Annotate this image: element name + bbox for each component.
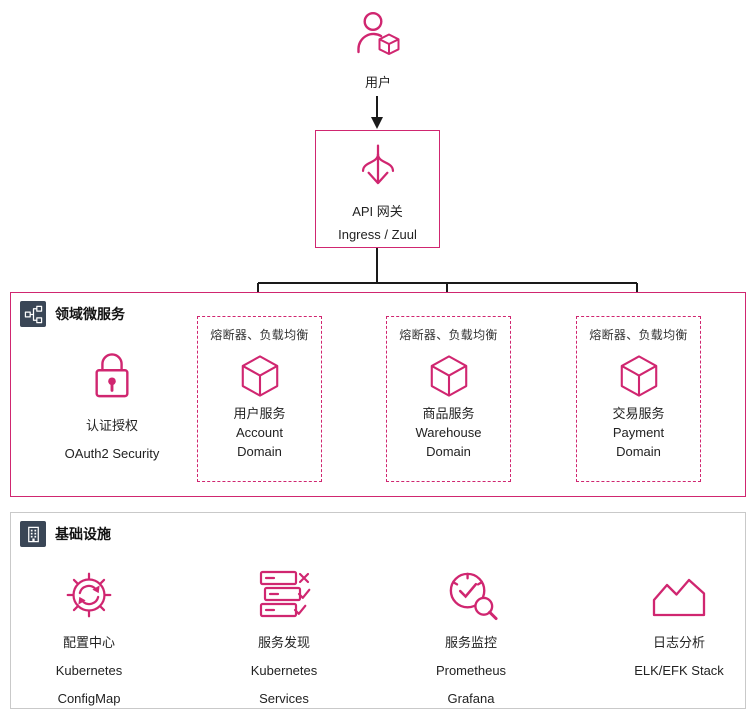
auth-node: 认证授权 OAuth2 Security [51,349,173,464]
gateway-title: API 网关 [352,204,403,219]
service-domain-line2: Domain [426,443,471,459]
infra-item-line3: Services [259,690,309,706]
user-icon [357,11,400,55]
infra-item-line2: ELK/EFK Stack [634,662,724,678]
cube-icon [241,355,278,397]
infra-section-title: 基础设施 [55,526,111,542]
lock-icon [95,353,129,398]
infra-item-line2: Kubernetes [55,662,123,678]
service-node-warehouse: 熔断器、负载均衡 商品服务 Warehouse Domain [386,316,511,482]
infra-item-name: 服务监控 [444,635,497,650]
infra-item-line3: ConfigMap [57,690,121,706]
api-gateway-node: API 网关 Ingress / Zuul [315,130,440,248]
auth-title: 认证授权 [85,418,138,433]
service-domain-line1: Warehouse [415,424,482,440]
infra-item-line2: Kubernetes [250,662,318,678]
service-name: 交易服务 [612,406,665,421]
infra-item-name: 日志分析 [652,635,705,650]
infra-section-header: 基础设施 [20,521,111,547]
cube-icon [430,355,467,397]
monitoring-icon [449,572,498,620]
domain-section: 领域微服务 认证授权 OAuth2 Security 熔断器、负载均衡 [10,292,746,497]
building-icon [27,526,39,542]
cube-icon [620,355,657,397]
infra-node-logs: 日志分析 ELK/EFK Stack [613,565,745,690]
circuit-breaker-label: 熔断器、负载均衡 [589,328,688,342]
config-gear-icon [66,572,112,618]
domain-section-header: 领域微服务 [20,301,125,327]
microservices-icon [24,305,42,323]
service-domain-line2: Domain [616,443,661,459]
service-domain-line1: Payment [612,424,665,440]
infra-badge [20,521,46,547]
infra-node-config: 配置中心 Kubernetes ConfigMap [23,565,155,709]
infra-section: 基础设施 [10,512,746,709]
infra-node-discovery: 服务发现 Kubernetes Services [218,565,350,709]
service-domain-line1: Account [236,424,283,440]
infra-node-monitoring: 服务监控 Prometheus Grafana [405,565,537,709]
domain-badge [20,301,46,327]
circuit-breaker-label: 熔断器、负载均衡 [210,328,309,342]
infra-item-line3: Grafana [447,690,495,706]
gateway-subtitle: Ingress / Zuul [338,226,417,242]
log-analysis-icon [652,578,706,617]
service-name: 用户服务 [233,406,286,421]
user-node: 用户 [339,10,417,93]
auth-subtitle: OAuth2 Security [64,445,160,461]
circuit-breaker-label: 熔断器、负载均衡 [399,328,498,342]
branch-arrow-icon [361,144,394,185]
service-discovery-icon [259,570,311,618]
service-name: 商品服务 [422,406,475,421]
domain-section-title: 领域微服务 [55,306,125,322]
service-domain-line2: Domain [237,443,282,459]
infra-item-name: 服务发现 [257,635,310,650]
service-node-payment: 熔断器、负载均衡 交易服务 Payment Domain [576,316,701,482]
user-label: 用户 [364,75,391,90]
infra-item-line2: Prometheus [435,662,507,678]
service-node-account: 熔断器、负载均衡 用户服务 Account Domain [197,316,322,482]
infra-item-name: 配置中心 [62,635,115,650]
